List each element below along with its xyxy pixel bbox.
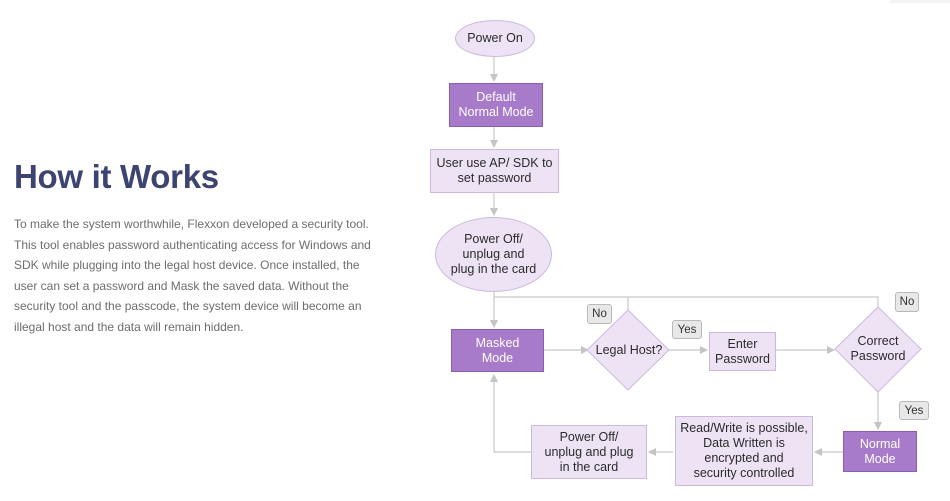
set-password-node: User use AP/ SDK to set password [430, 149, 559, 193]
legal-host-no-tag: No [587, 304, 612, 324]
page-title: How it Works [14, 158, 219, 195]
top-edge-shade [890, 0, 950, 3]
legal-host-diamond [586, 309, 670, 391]
masked-mode-node: Masked Mode [451, 329, 544, 372]
correct-password-yes-tag: Yes [899, 401, 929, 420]
power-off-node-2: Power Off/ unplug and plug in the card [531, 425, 647, 479]
default-normal-mode-node: Default Normal Mode [449, 83, 543, 127]
power-off-node-1: Power Off/ unplug and plug in the card [435, 217, 552, 292]
legal-host-yes-tag: Yes [672, 320, 702, 339]
power-on-node: Power On [455, 20, 535, 57]
description-text: To make the system worthwhile, Flexxon d… [14, 217, 371, 334]
read-write-node: Read/Write is possible, Data Written is … [675, 416, 813, 486]
correct-password-no-tag: No [895, 292, 919, 312]
normal-mode-node: Normal Mode [843, 431, 917, 472]
correct-password-label: Correct Password [850, 334, 906, 363]
enter-password-node: Enter Password [709, 332, 776, 371]
legal-host-label: Legal Host? [595, 342, 663, 357]
correct-password-diamond [834, 306, 922, 393]
